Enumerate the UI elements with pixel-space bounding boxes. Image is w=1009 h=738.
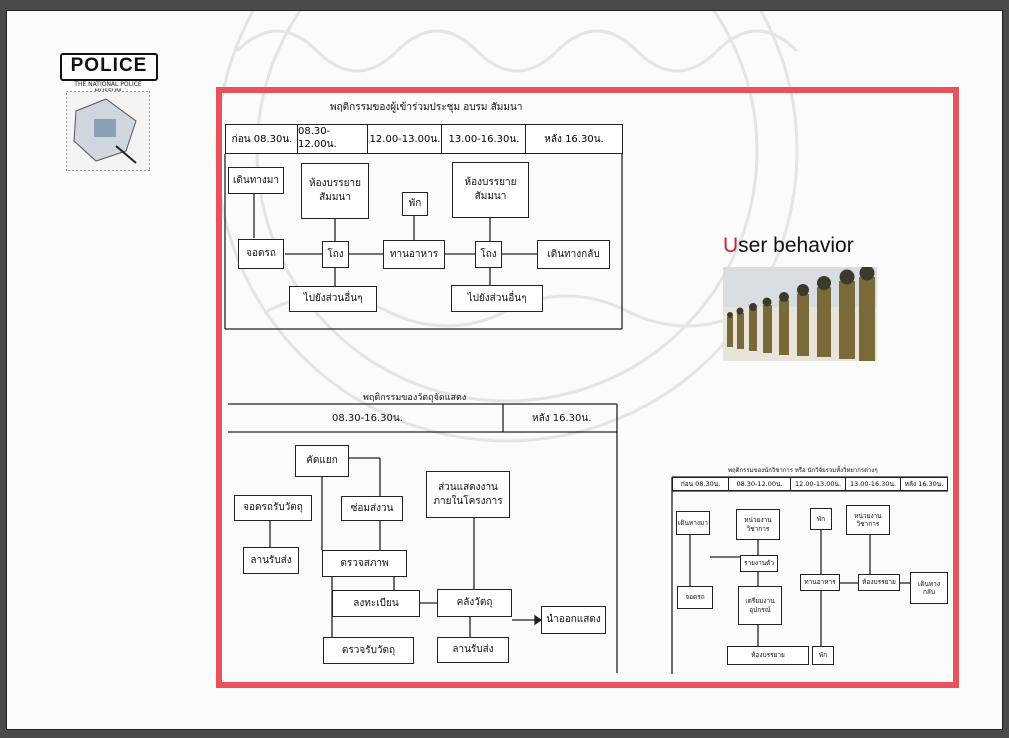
- node-other-1: ไปยังส่วนอื่นๆ: [289, 286, 377, 312]
- node-lecture-1: ห้องบรรยาย สัมมนา: [301, 163, 369, 219]
- heading-rest: ser behavior: [738, 234, 854, 257]
- node-lecture-2: ห้องบรรยาย สัมมนา: [452, 162, 529, 218]
- d3-time-cell: 13.00-16.30น.: [845, 477, 901, 491]
- diagram2-title: พฤติกรรมของวัตถุจัดแสดง: [363, 393, 467, 403]
- node-storage: คลังวัตถุ: [437, 589, 512, 617]
- police-lineup-photo: [723, 267, 877, 361]
- d3-node-report: รายงานตัว: [740, 555, 778, 572]
- d3-node-eat: ทานอาหาร: [800, 574, 840, 591]
- node-exhibit: ส่วนแสดงงาน ภายในโครงการ: [426, 471, 510, 518]
- d3-node-parking: จอดรถ: [677, 586, 713, 609]
- diagram1-title: พฤติกรรมของผู้เข้าร่วมประชุม อบรม สัมมนา: [330, 102, 523, 113]
- node-arrive: เดินทางมา: [228, 167, 284, 194]
- d2-time-label: หลัง 16.30น.: [532, 413, 592, 424]
- d1-time-cell: 08.30-12.00น.: [297, 124, 369, 154]
- node-register: ลงทะเบียน: [332, 590, 420, 617]
- user-behavior-heading: User behavior: [723, 234, 854, 258]
- police-museum-logo: POLICE THE NATIONAL POLICE MUSEUM: [60, 53, 158, 171]
- content-frame: [216, 87, 959, 688]
- d3-node-academic-2: หน่วยงาน วิชาการ: [846, 505, 890, 535]
- d3-time-cell: หลัง 16.30น.: [900, 477, 948, 491]
- node-rest: พัก: [402, 192, 428, 216]
- d3-time-cell: ก่อน 08.30น.: [672, 477, 729, 491]
- node-inspect: ตรวจสภาพ: [322, 550, 407, 577]
- node-eat: ทานอาหาร: [383, 240, 445, 269]
- d2-time-label: 08.30-16.30น.: [332, 413, 403, 424]
- d3-node-arrive: เดินทางมา: [676, 511, 710, 535]
- node-receive-1: ลานรับส่ง: [243, 547, 299, 574]
- diagram3-title: พฤติกรรมของนักวิชาการ หรือ นักวิจัยรวมทั…: [728, 467, 878, 474]
- node-depart: เดินทางกลับ: [537, 240, 610, 269]
- police-logo-text: POLICE: [60, 53, 158, 81]
- node-dropoff: จอดรถรับวัตถุ: [234, 495, 312, 521]
- d1-time-cell: 12.00-13.00น.: [367, 124, 443, 154]
- node-hall-2: โถง: [475, 241, 502, 268]
- d3-node-lecture: ห้องบรรยาย: [858, 574, 900, 591]
- d1-time-cell: ก่อน 08.30น.: [225, 124, 299, 154]
- d3-node-lecture-b: ห้องบรรยาย: [727, 646, 809, 665]
- node-receive-2: ลานรับส่ง: [437, 637, 509, 663]
- node-check: ตรวจรับวัตถุ: [323, 637, 414, 664]
- node-sort: คัดแยก: [295, 445, 349, 477]
- d3-node-rest-b: พัก: [812, 646, 834, 665]
- d3-node-rest: พัก: [810, 508, 832, 530]
- node-repair: ซ่อมส่งวน: [341, 496, 403, 521]
- d1-time-cell: 13.00-16.30น.: [441, 124, 527, 154]
- police-logo-photo: [66, 91, 150, 171]
- d3-node-academic: หน่วยงานวิชาการ: [736, 509, 780, 540]
- node-hall-1: โถง: [322, 241, 349, 268]
- node-other-2: ไปยังส่วนอื่นๆ: [451, 285, 543, 312]
- d3-node-equip: เตรียมงาน อุปกรณ์: [738, 586, 782, 625]
- d1-time-cell: หลัง 16.30น.: [525, 124, 623, 154]
- node-parking: จอดรถ: [238, 239, 284, 269]
- node-out: นำออกแสดง: [541, 606, 606, 634]
- d3-time-cell: 08.30-12.00น.: [728, 477, 791, 491]
- d3-node-depart: เดินทาง กลับ: [910, 572, 948, 604]
- heading-initial: U: [723, 234, 739, 257]
- d3-time-cell: 12.00-13.00น.: [790, 477, 846, 491]
